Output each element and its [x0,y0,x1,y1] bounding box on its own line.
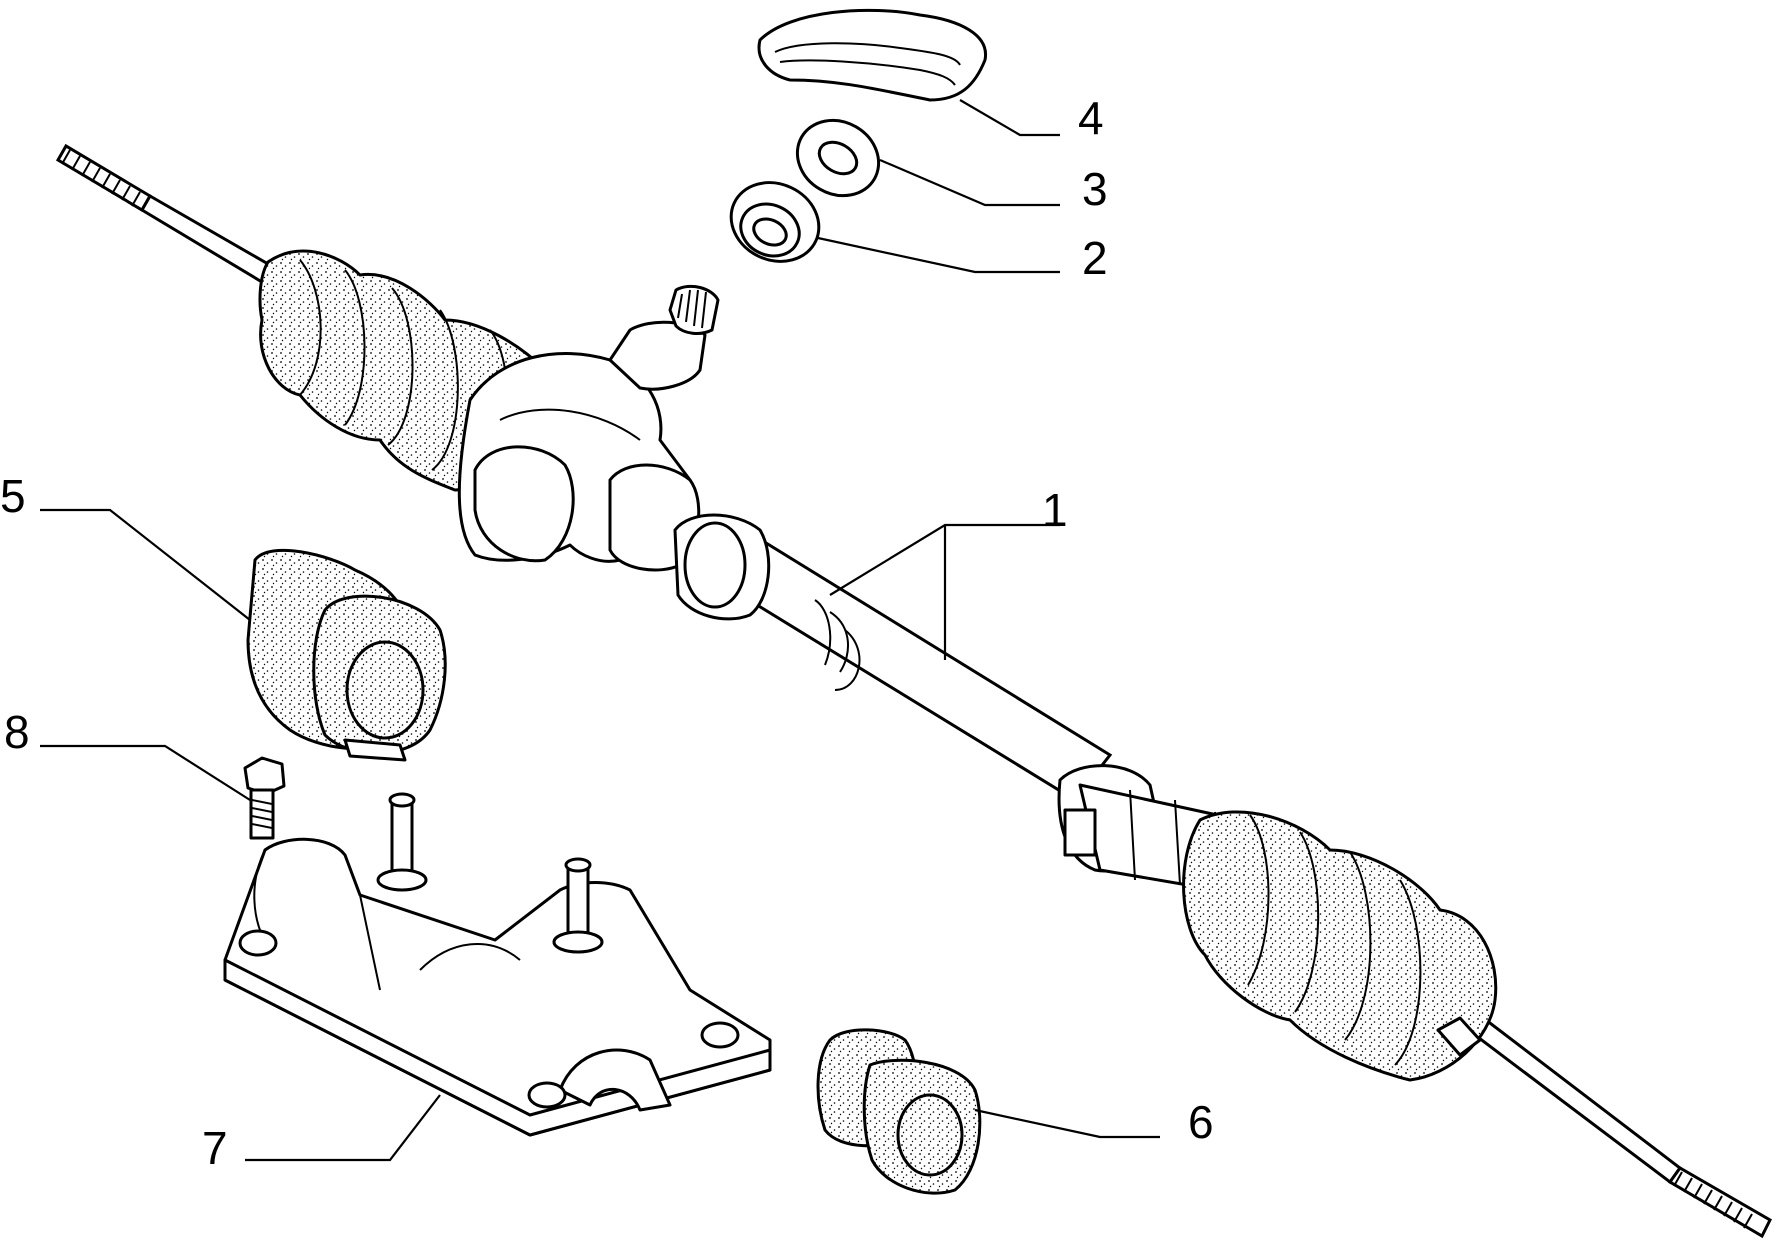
leader-2 [817,236,1060,274]
left-tie-rod-thread [55,143,153,213]
callout-2: 2 [1082,232,1108,284]
right-tie-rod [1472,1017,1683,1185]
pinion-housing [457,284,771,621]
leader-5 [40,508,251,621]
callout-5: 5 [0,470,26,522]
callout-8: 8 [4,706,30,758]
leader-3 [879,158,1060,207]
leader-lines [40,99,1160,1162]
right-tie-rod-thread [1667,1166,1772,1239]
mounting-bracket [223,792,772,1137]
pinion-seal [729,181,821,263]
callouts: 1 2 3 4 5 6 7 8 [0,92,1214,1174]
leader-8 [40,744,251,801]
leader-6 [974,1108,1160,1139]
callout-1: 1 [1042,484,1068,536]
left-tie-rod [139,193,285,291]
callout-7: 7 [202,1122,228,1174]
leader-7 [245,1094,441,1162]
bolt [243,756,286,840]
right-mount-bush [816,1028,982,1195]
pinion-cover [757,8,987,102]
leader-4 [959,99,1060,137]
left-mount-bush [246,548,447,762]
callout-4: 4 [1078,92,1104,144]
callout-3: 3 [1082,163,1108,215]
right-boot [1057,764,1498,1082]
ring [795,118,881,198]
steering-rack [55,143,1772,1239]
callout-6: 6 [1188,1096,1214,1148]
